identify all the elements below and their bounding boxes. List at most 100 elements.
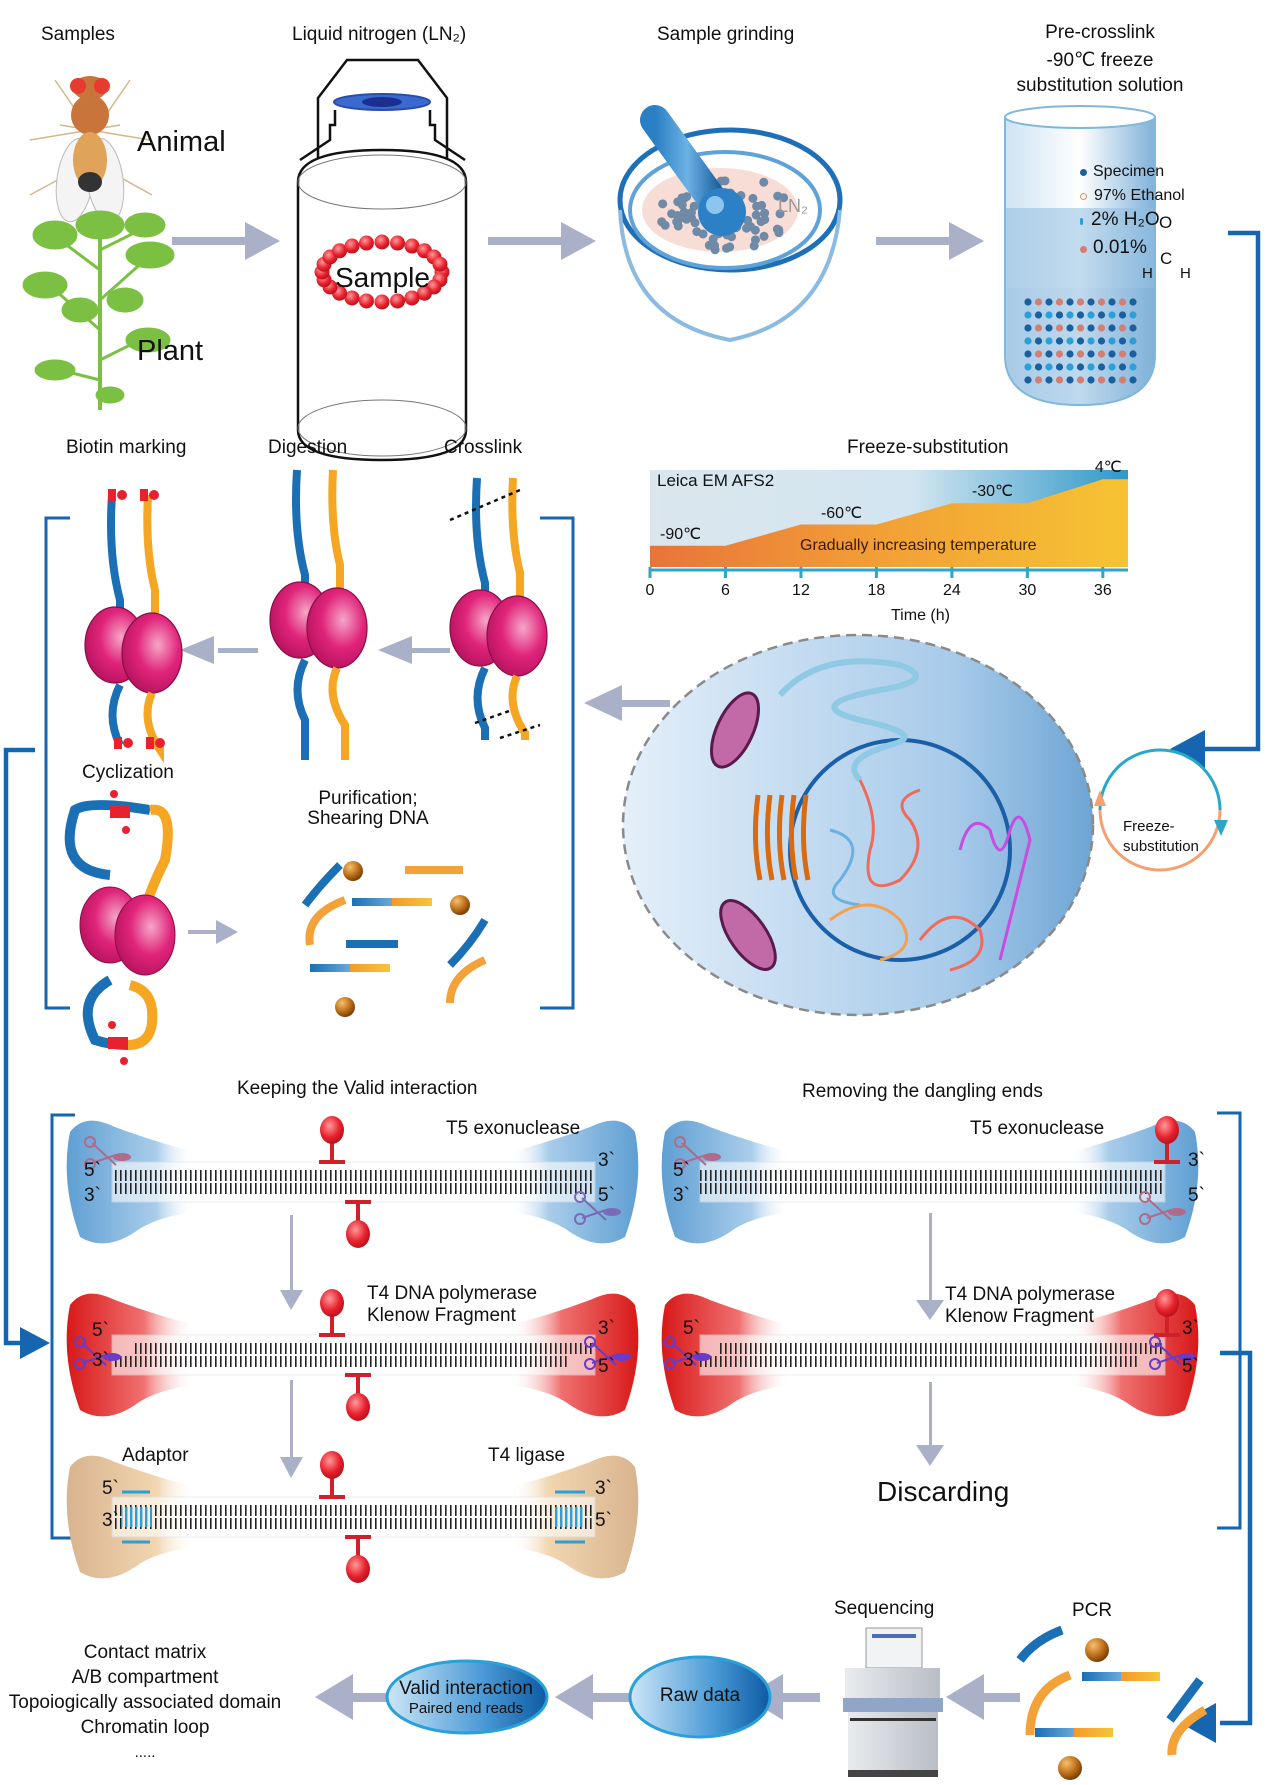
analysis-item: Contact matrix <box>83 1642 207 1663</box>
beaker-particle <box>1066 376 1074 384</box>
beaker-particle <box>1087 298 1095 306</box>
formaldehyde-h1: H <box>1142 265 1153 282</box>
sample-grain <box>658 199 668 209</box>
beaker-particle <box>1055 350 1064 358</box>
chart-step-label: -60℃ <box>820 504 863 522</box>
beaker-particle <box>1087 337 1095 345</box>
beaker-particle <box>1118 363 1127 371</box>
grinding-title: Sample grinding <box>657 24 795 45</box>
sample-grain <box>751 210 761 220</box>
dangling-t4-label-2: Klenow Fragment <box>945 1306 1094 1327</box>
dangling-t5-label: T5 exonuclease <box>970 1118 1105 1139</box>
beaker-particle <box>1076 311 1085 319</box>
sample-bead <box>416 285 432 301</box>
beaker-particle <box>1076 324 1085 332</box>
adaptor-label: Adaptor <box>122 1445 189 1466</box>
beaker-particle <box>1108 337 1116 345</box>
temperature-chart <box>648 470 1128 578</box>
valid-interaction-oval <box>385 1659 549 1735</box>
streptavidin-bead <box>343 861 363 881</box>
sample-bead <box>404 238 420 254</box>
valid-panel-title: Keeping the Valid interaction <box>237 1078 478 1099</box>
chart-annotation: Gradually increasing temperature <box>800 537 1037 554</box>
sample-grain <box>750 225 760 235</box>
chart-tick-label: 36 <box>1093 582 1112 599</box>
sample-inner-label: Sample <box>335 262 430 293</box>
beaker-particle <box>1055 363 1064 371</box>
streptavidin-bead <box>450 895 470 915</box>
biotin-marker <box>345 1200 371 1248</box>
beaker-particle <box>1066 363 1074 371</box>
beaker-particle <box>1066 324 1074 332</box>
sample-grain <box>708 234 718 244</box>
beaker-particle <box>1045 350 1053 358</box>
chromatin-orange <box>829 903 909 962</box>
crosslink-unit <box>449 477 548 740</box>
beaker-particle <box>1034 311 1043 319</box>
biotin-marking-unit <box>84 489 183 764</box>
beaker-particle <box>1066 298 1074 306</box>
beaker-particle <box>1129 337 1137 345</box>
end-label: 3` <box>1182 1318 1199 1339</box>
chart-tick-label: 18 <box>867 582 886 599</box>
plant-label: Plant <box>137 335 204 367</box>
mitochondrion-1 <box>710 691 760 769</box>
valid-t4-label-1: T4 DNA polymerase <box>367 1283 538 1304</box>
connector-beaker-to-cell <box>1205 230 1261 752</box>
end-label: 5` <box>92 1320 109 1341</box>
biotin-marker <box>345 1535 371 1583</box>
water-marker <box>1080 218 1083 225</box>
dna-duplex <box>699 1334 1166 1376</box>
beaker-particle <box>1045 324 1053 332</box>
precrosslink-solution: substitution solution <box>1016 75 1184 96</box>
analysis-list: Contact matrix A/B compartment Topoiogic… <box>0 1640 290 1765</box>
beaker-particle <box>1034 298 1043 306</box>
arrow-dangling-2 <box>916 1382 944 1466</box>
beaker-particle <box>1108 324 1116 332</box>
end-label: 3` <box>673 1185 690 1206</box>
chart-xlabel: Time (h) <box>891 607 950 624</box>
freeze-cycle-line2: substitution <box>1123 838 1199 855</box>
valid-t5-label: T5 exonuclease <box>446 1118 581 1139</box>
sample-grain <box>698 229 708 239</box>
scissors-icon <box>674 1136 721 1170</box>
sample-bead <box>374 294 390 310</box>
legend-water: 2% H₂O <box>1080 208 1185 232</box>
bracket-right-bottom <box>1217 1111 1242 1530</box>
freeze-cycle-line1: Freeze- <box>1123 818 1175 835</box>
beaker-icon <box>1004 105 1156 407</box>
dna-duplex <box>111 1161 596 1203</box>
beaker-particle <box>1066 350 1074 358</box>
cyclization-title: Cyclization <box>82 762 174 783</box>
connector-arrowhead-pcr <box>1180 1703 1216 1743</box>
sample-grain <box>743 215 753 225</box>
beaker-particle <box>1108 363 1116 371</box>
beaker-particle <box>1076 350 1085 358</box>
valid-interaction-panel <box>66 1116 639 1583</box>
end-label: 3` <box>598 1318 615 1339</box>
beaker-particle <box>1045 298 1053 306</box>
connector-left-to-valid <box>3 747 35 1346</box>
legend-formaldehyde: 0.01% <box>1080 236 1185 260</box>
sequencer-icon <box>843 1627 943 1777</box>
discarding-label: Discarding <box>877 1476 1010 1507</box>
beaker-particle <box>1055 376 1064 384</box>
dna-duplex <box>111 1496 596 1538</box>
arrow-digestion-to-biotin <box>180 636 258 664</box>
sample-grain <box>725 242 735 252</box>
biotin-marker <box>319 1289 345 1337</box>
arrow-crosslink-to-digestion <box>378 636 450 664</box>
chart-step-label: -90℃ <box>660 525 702 543</box>
shearing-title: Shearing DNA <box>307 808 429 829</box>
connector-arrowhead-cell <box>1170 730 1205 768</box>
chromatin-blue <box>829 828 861 907</box>
scissors-icon <box>1139 1191 1186 1225</box>
sample-grain <box>742 223 752 233</box>
beaker-particle <box>1129 363 1137 371</box>
beaker-particle <box>1055 311 1064 319</box>
pcr-fragments <box>1016 1625 1208 1780</box>
beaker-particle <box>1066 337 1074 345</box>
beaker-particle <box>1087 376 1095 384</box>
chromatin-red-2 <box>918 915 984 972</box>
beaker-particle <box>1129 324 1137 332</box>
